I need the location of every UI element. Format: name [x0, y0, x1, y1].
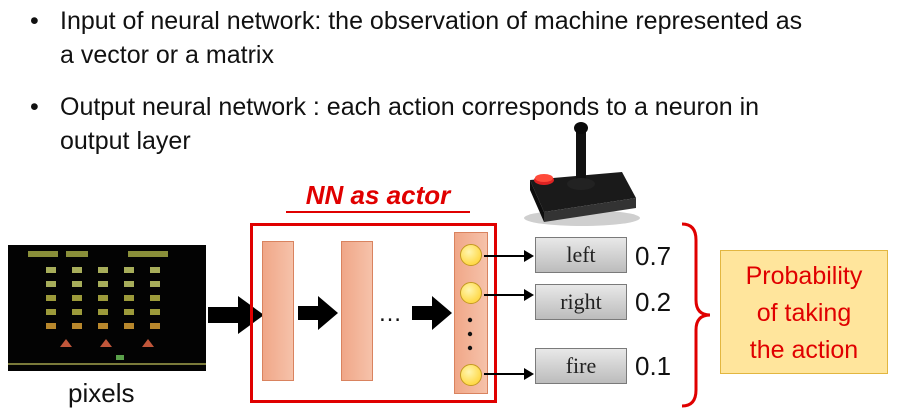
right-arrow-icon [484, 368, 534, 380]
probability-line-1: Probability [745, 262, 863, 290]
right-arrow-icon [412, 296, 452, 330]
vertical-ellipsis [467, 317, 473, 351]
hidden-layer-1 [262, 241, 294, 381]
bullet-marker: • [30, 93, 39, 121]
bullet-marker: • [30, 7, 39, 35]
input-label: pixels [68, 378, 135, 408]
curly-brace-icon [681, 222, 711, 408]
right-arrow-icon [484, 289, 534, 301]
output-neuron-fire [460, 364, 482, 386]
output-neuron-right [460, 282, 482, 304]
probability-box: Probability of taking the action [720, 250, 888, 374]
prob-fire: 0.1 [635, 351, 672, 381]
right-arrow-icon [298, 296, 338, 330]
joystick-icon [524, 122, 640, 226]
bullet-text: Input of neural network: the observation… [60, 7, 803, 69]
right-arrow-icon [484, 250, 534, 262]
output-neuron-left [460, 244, 482, 266]
probability-line-3: the action [749, 336, 859, 364]
nn-actor-box [250, 223, 497, 403]
action-left: left [535, 237, 627, 273]
prob-left: 0.7 [635, 241, 672, 271]
probability-line-2: of taking [756, 299, 852, 327]
action-right: right [535, 284, 627, 320]
nn-title: NN as actor [305, 180, 451, 210]
nn-title-underline [286, 211, 470, 213]
bullet-text: Output neural network : each action corr… [60, 93, 760, 155]
hidden-layer-2 [341, 241, 373, 381]
space-invaders-screen [8, 245, 206, 371]
action-fire: fire [535, 348, 627, 384]
ellipsis: … [378, 300, 402, 327]
prob-right: 0.2 [635, 287, 672, 317]
